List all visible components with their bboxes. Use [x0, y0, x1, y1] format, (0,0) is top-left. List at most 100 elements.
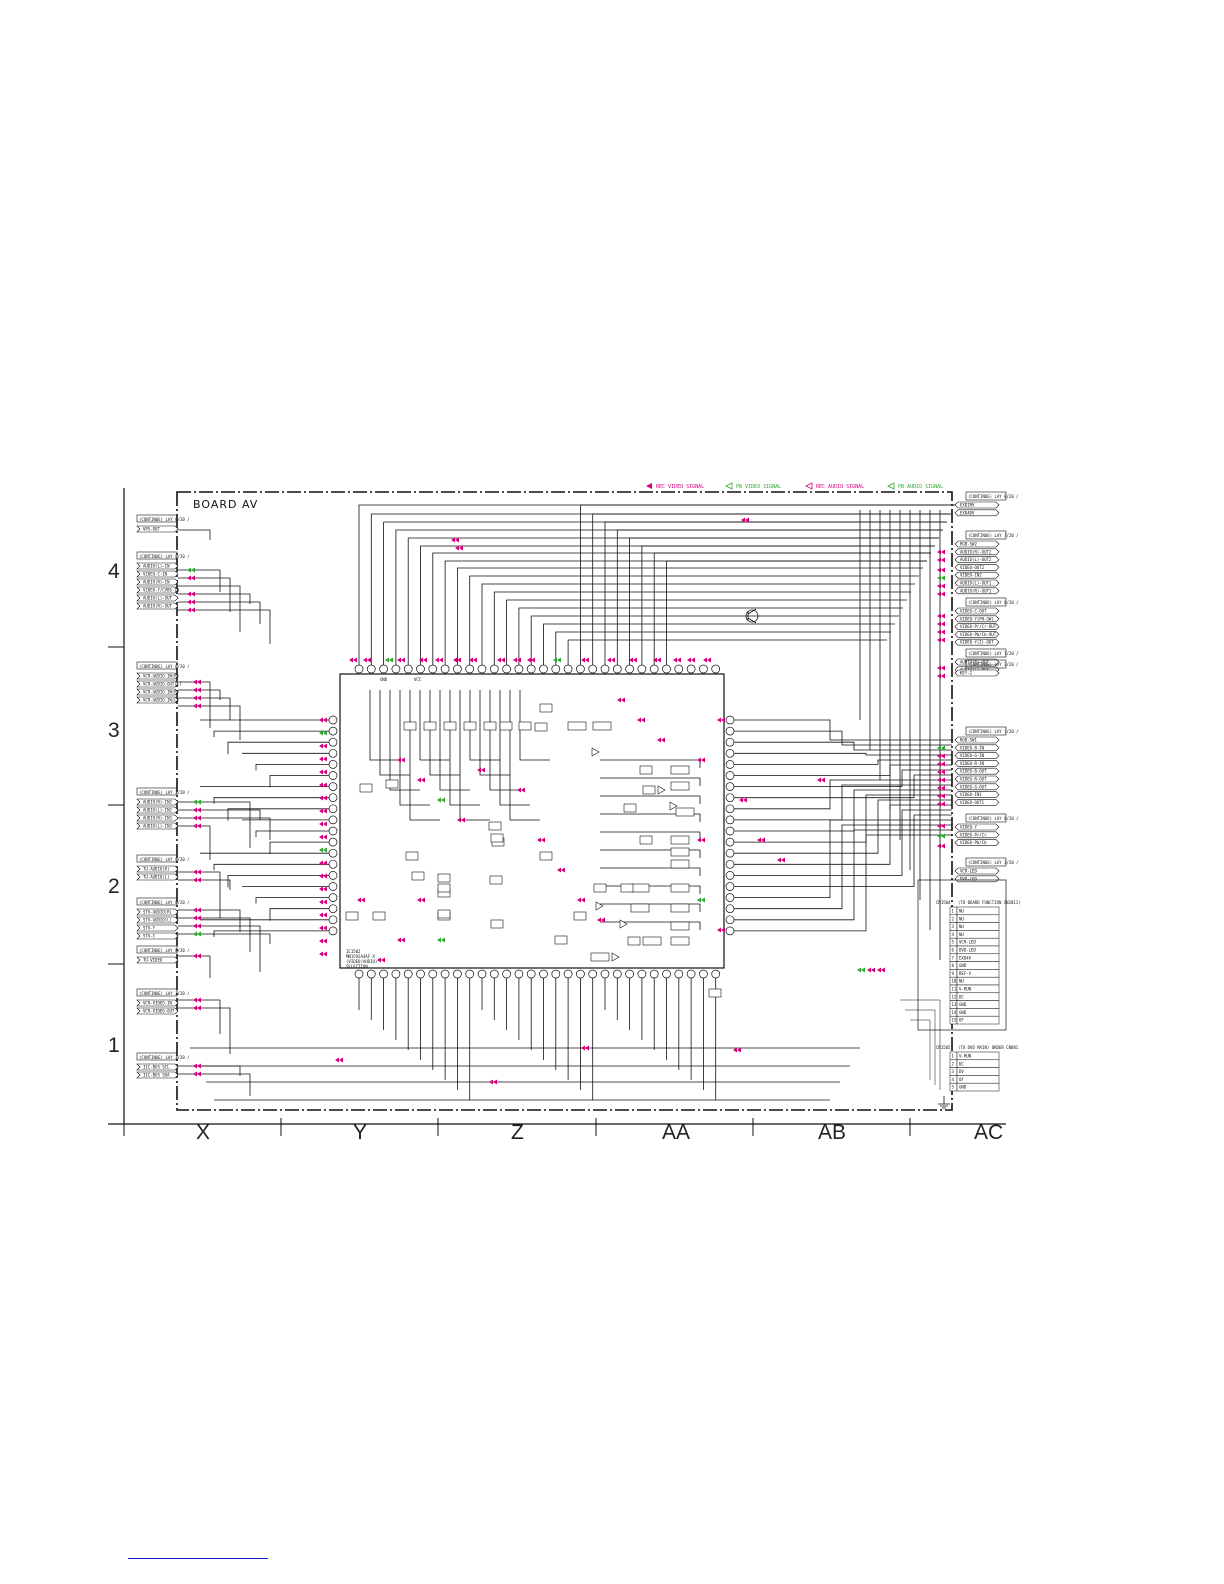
signal-arrow-icon — [557, 867, 565, 873]
signal-label: VIDEO-R-IN — [960, 761, 985, 766]
switch-block — [518, 721, 532, 731]
signal-arrow-icon — [419, 657, 427, 663]
signal-arrow-icon — [319, 756, 327, 762]
signal-label: STV-Y — [143, 926, 156, 931]
ic-desc: SELECTION — [346, 964, 368, 969]
ic-gnd-label: GND — [380, 677, 388, 682]
signal-label: VIDEO-Pb/Cb — [960, 840, 987, 845]
signal-arrow-icon — [937, 785, 945, 791]
signal-arrow-icon — [451, 537, 459, 543]
cn-pin-label: V-RUN — [959, 1054, 972, 1059]
switch-block — [437, 883, 451, 893]
trace — [213, 730, 329, 738]
cn-pin-number: 15 — [952, 1018, 957, 1023]
cn-pin-label: EXD4V — [959, 955, 972, 960]
ic-pin-top — [588, 664, 598, 674]
switch-block — [385, 779, 399, 789]
trace — [580, 504, 955, 665]
signal-arrow-icon — [577, 897, 585, 903]
ic-pin-top — [625, 664, 634, 674]
trace — [499, 690, 530, 806]
ic-pin-top — [440, 664, 450, 674]
signal-flag — [954, 791, 1000, 798]
signal-flag — [954, 669, 1000, 677]
cn-pin-label: GND — [959, 1085, 967, 1090]
signal-label: AUDIO(L)-IN2 — [143, 808, 172, 813]
switch-block — [437, 909, 451, 919]
signal-flag — [136, 999, 179, 1007]
signal-label: VIDEO-Pb/Cb-OUT — [960, 632, 997, 637]
signal-arrow-icon — [435, 657, 443, 663]
trace — [178, 871, 221, 918]
signal-arrow-icon — [877, 967, 885, 973]
switch-block — [670, 936, 690, 946]
ic-pin-left — [328, 715, 338, 725]
trace — [178, 1073, 251, 1096]
signal-label: VIDEO-IN1 — [960, 792, 982, 797]
trace — [734, 784, 952, 821]
connector-heading: (CONTINUE) LAY 8/20 / — [139, 554, 190, 559]
ic-pin-bottom — [686, 969, 696, 979]
ic-part: MN1592A4AF-X — [346, 954, 375, 959]
signal-arrow-icon — [757, 837, 765, 843]
ic-pin-top — [502, 664, 511, 674]
cn-pin-number: 4 — [952, 932, 955, 937]
trace — [178, 585, 241, 632]
trace — [734, 819, 952, 898]
ic-pin-top — [637, 664, 647, 674]
ic-pin-top — [489, 664, 499, 674]
signal-label: VIDEO-Y(I)-OUT — [960, 640, 994, 645]
cn-pin-number: 7 — [952, 955, 955, 960]
row-labels: 4 3 2 1 — [108, 560, 120, 1057]
ic-pin-top — [428, 664, 438, 674]
signal-arrow-icon — [193, 1063, 201, 1069]
signal-arrow-icon — [193, 877, 201, 883]
signal-flag — [954, 744, 1000, 752]
amplifier-icon — [591, 747, 600, 757]
signal-label: VIDEO-R-OUT — [960, 777, 987, 782]
signal-arrow-icon — [187, 599, 195, 605]
switch-block — [639, 835, 653, 845]
left-connector-group: (CONTINUE) LAY 8/20 /STV-AUDIO(R)STV-AUD… — [136, 897, 190, 940]
connector-heading: (CONTINUE) LAY 8/20 / — [139, 857, 190, 862]
signal-arrow-icon — [193, 703, 201, 709]
ic-pin-bottom — [563, 969, 573, 979]
signal-arrow-icon — [193, 1005, 201, 1011]
signal-arrow-icon — [397, 937, 405, 943]
signal-flag — [136, 672, 179, 680]
switch-block — [573, 911, 587, 921]
cn-pin-label: GND — [959, 963, 967, 968]
left-connector-group: (CONTINUE) LAY 8/20 /AUDIO(L)-INVIDEO-C-… — [136, 551, 190, 610]
signal-flag — [136, 865, 179, 873]
grid-frame — [108, 488, 1006, 1136]
svg-text:REC AUDIO SIGNAL: REC AUDIO SIGNAL — [816, 484, 864, 490]
cn-pin-label: NU — [959, 979, 964, 984]
signal-arrow-icon — [187, 567, 195, 573]
signal-arrow-icon — [193, 931, 201, 937]
ic-pin-bottom — [514, 969, 524, 979]
signal-arrow-icon — [937, 665, 945, 671]
trace — [519, 690, 550, 761]
switch-block — [670, 883, 690, 893]
signal-flag — [954, 564, 1000, 571]
signal-arrow-icon — [363, 657, 371, 663]
signal-arrow-icon — [537, 837, 545, 843]
switch-block — [670, 781, 690, 791]
signal-arrow-icon — [319, 730, 327, 736]
switch-block — [642, 785, 656, 795]
connector-heading: (CONTINUE) LAY 7/20 / — [968, 729, 1019, 734]
signal-arrow-icon — [527, 657, 535, 663]
signal-arrow-icon — [653, 657, 661, 663]
ic-pin-left — [328, 915, 338, 925]
trace — [178, 925, 261, 972]
signal-arrow-icon — [937, 833, 945, 839]
signal-arrow-icon — [455, 545, 463, 551]
signal-arrow-icon — [477, 767, 485, 773]
ic-pin-top — [600, 664, 610, 674]
ic-pin-top — [514, 664, 524, 674]
cn-pin-number: 3 — [952, 924, 955, 929]
signal-arrow-icon — [703, 657, 711, 663]
signal-label: AUDIO(R)-IN3 — [143, 816, 172, 821]
signal-label: DVD-LED — [960, 876, 977, 881]
